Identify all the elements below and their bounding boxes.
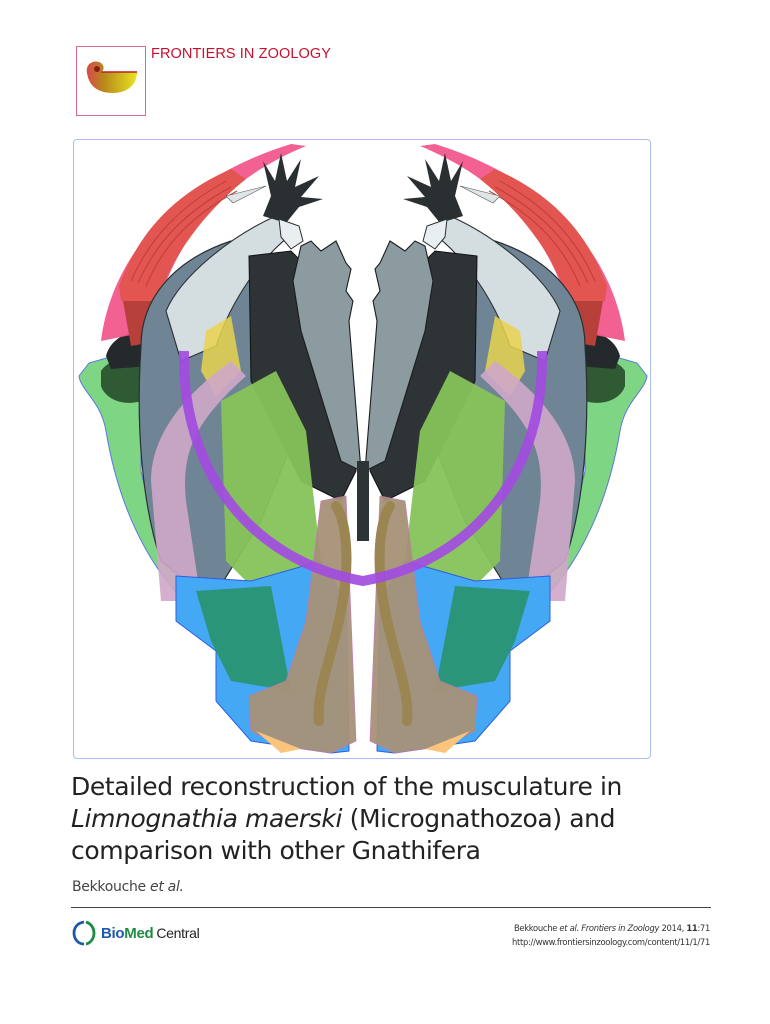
publisher-bio: Bio xyxy=(101,924,125,942)
divider xyxy=(71,907,711,908)
publisher-med: Med xyxy=(124,924,154,942)
authors: Bekkouche et al. xyxy=(72,879,184,895)
journal-name: FRONTIERS IN ZOOLOGY xyxy=(151,46,332,62)
journal-logo xyxy=(76,46,146,116)
citation-url[interactable]: http://www.frontiersinzoology.com/conten… xyxy=(512,937,710,947)
authors-etal: et al. xyxy=(145,879,184,895)
species-name: Limnognathia maerski xyxy=(71,804,343,833)
citation-line: Bekkouche et al. Frontiers in Zoology 20… xyxy=(512,921,710,935)
title-line-2-rest: (Micrognathozoa) and xyxy=(342,804,616,833)
article-title: Detailed reconstruction of the musculatu… xyxy=(71,771,711,867)
citation-journal: et al. Frontiers in Zoology xyxy=(557,923,660,933)
citation-article: :71 xyxy=(697,923,710,933)
citation-volume: 11 xyxy=(686,923,698,933)
figure-musculature-reconstruction xyxy=(73,139,651,759)
author-name: Bekkouche xyxy=(72,879,146,895)
musculature-illustration xyxy=(74,140,651,759)
title-line-1: Detailed reconstruction of the musculatu… xyxy=(71,772,622,801)
citation: Bekkouche et al. Frontiers in Zoology 20… xyxy=(512,921,710,949)
biomed-logo-icon xyxy=(72,920,96,946)
publisher-central: Central xyxy=(156,925,200,941)
nautilus-shell-icon xyxy=(86,61,137,93)
title-line-3: comparison with other Gnathifera xyxy=(71,836,481,865)
citation-year: 2014, xyxy=(659,923,687,933)
title-line-2: Limnognathia maerski (Micrognathozoa) an… xyxy=(71,803,711,835)
citation-author: Bekkouche xyxy=(513,923,558,933)
